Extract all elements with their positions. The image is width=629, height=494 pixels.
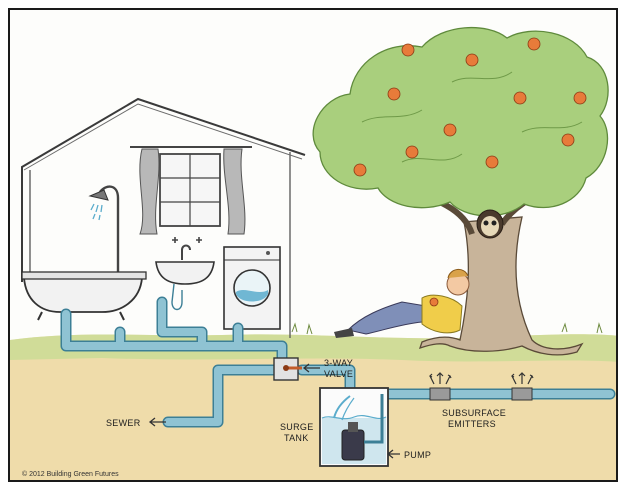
surge-tank-label-line1: SURGE (280, 422, 314, 432)
owl-icon (476, 209, 504, 239)
sewer-label: SEWER (106, 418, 141, 428)
valve-arrow-icon (302, 363, 320, 373)
house-icon (21, 97, 306, 338)
tree-icon (312, 26, 609, 356)
emitters-label: SUBSURFACE EMITTERS (442, 408, 506, 429)
sink-icon (155, 261, 215, 311)
emitter-arrows-icon (428, 372, 534, 385)
pump-icon (341, 394, 384, 461)
shower-icon (88, 185, 120, 274)
sewer-arrow-icon (148, 417, 166, 427)
bathtub-icon (21, 271, 147, 321)
diagram-frame: 3-WAY VALVE SEWER SURGE TANK PUMP SUBSUR… (8, 8, 618, 482)
emitters-label-line2: EMITTERS (448, 419, 496, 429)
valve-label-line1: 3-WAY (324, 358, 353, 368)
apple-icon (353, 37, 587, 177)
surge-tank-label: SURGE TANK (280, 422, 314, 443)
person-icon (334, 269, 470, 338)
subsurface-emitters (429, 387, 533, 401)
greywater-diagram: 3-WAY VALVE SEWER SURGE TANK PUMP SUBSUR… (10, 26, 616, 480)
faucet-icon (172, 237, 202, 260)
valve-label: 3-WAY VALVE (324, 358, 353, 379)
surge-tank-label-line2: TANK (284, 433, 309, 443)
emitters-label-line1: SUBSURFACE (442, 408, 506, 418)
valve-label-line2: VALVE (324, 369, 353, 379)
pump-arrow-icon (386, 449, 400, 459)
window (130, 146, 252, 235)
pump-label: PUMP (404, 450, 431, 460)
washing-machine-icon (223, 246, 281, 330)
copyright-text: © 2012 Building Green Futures (22, 470, 119, 478)
valve-icon (273, 357, 302, 381)
